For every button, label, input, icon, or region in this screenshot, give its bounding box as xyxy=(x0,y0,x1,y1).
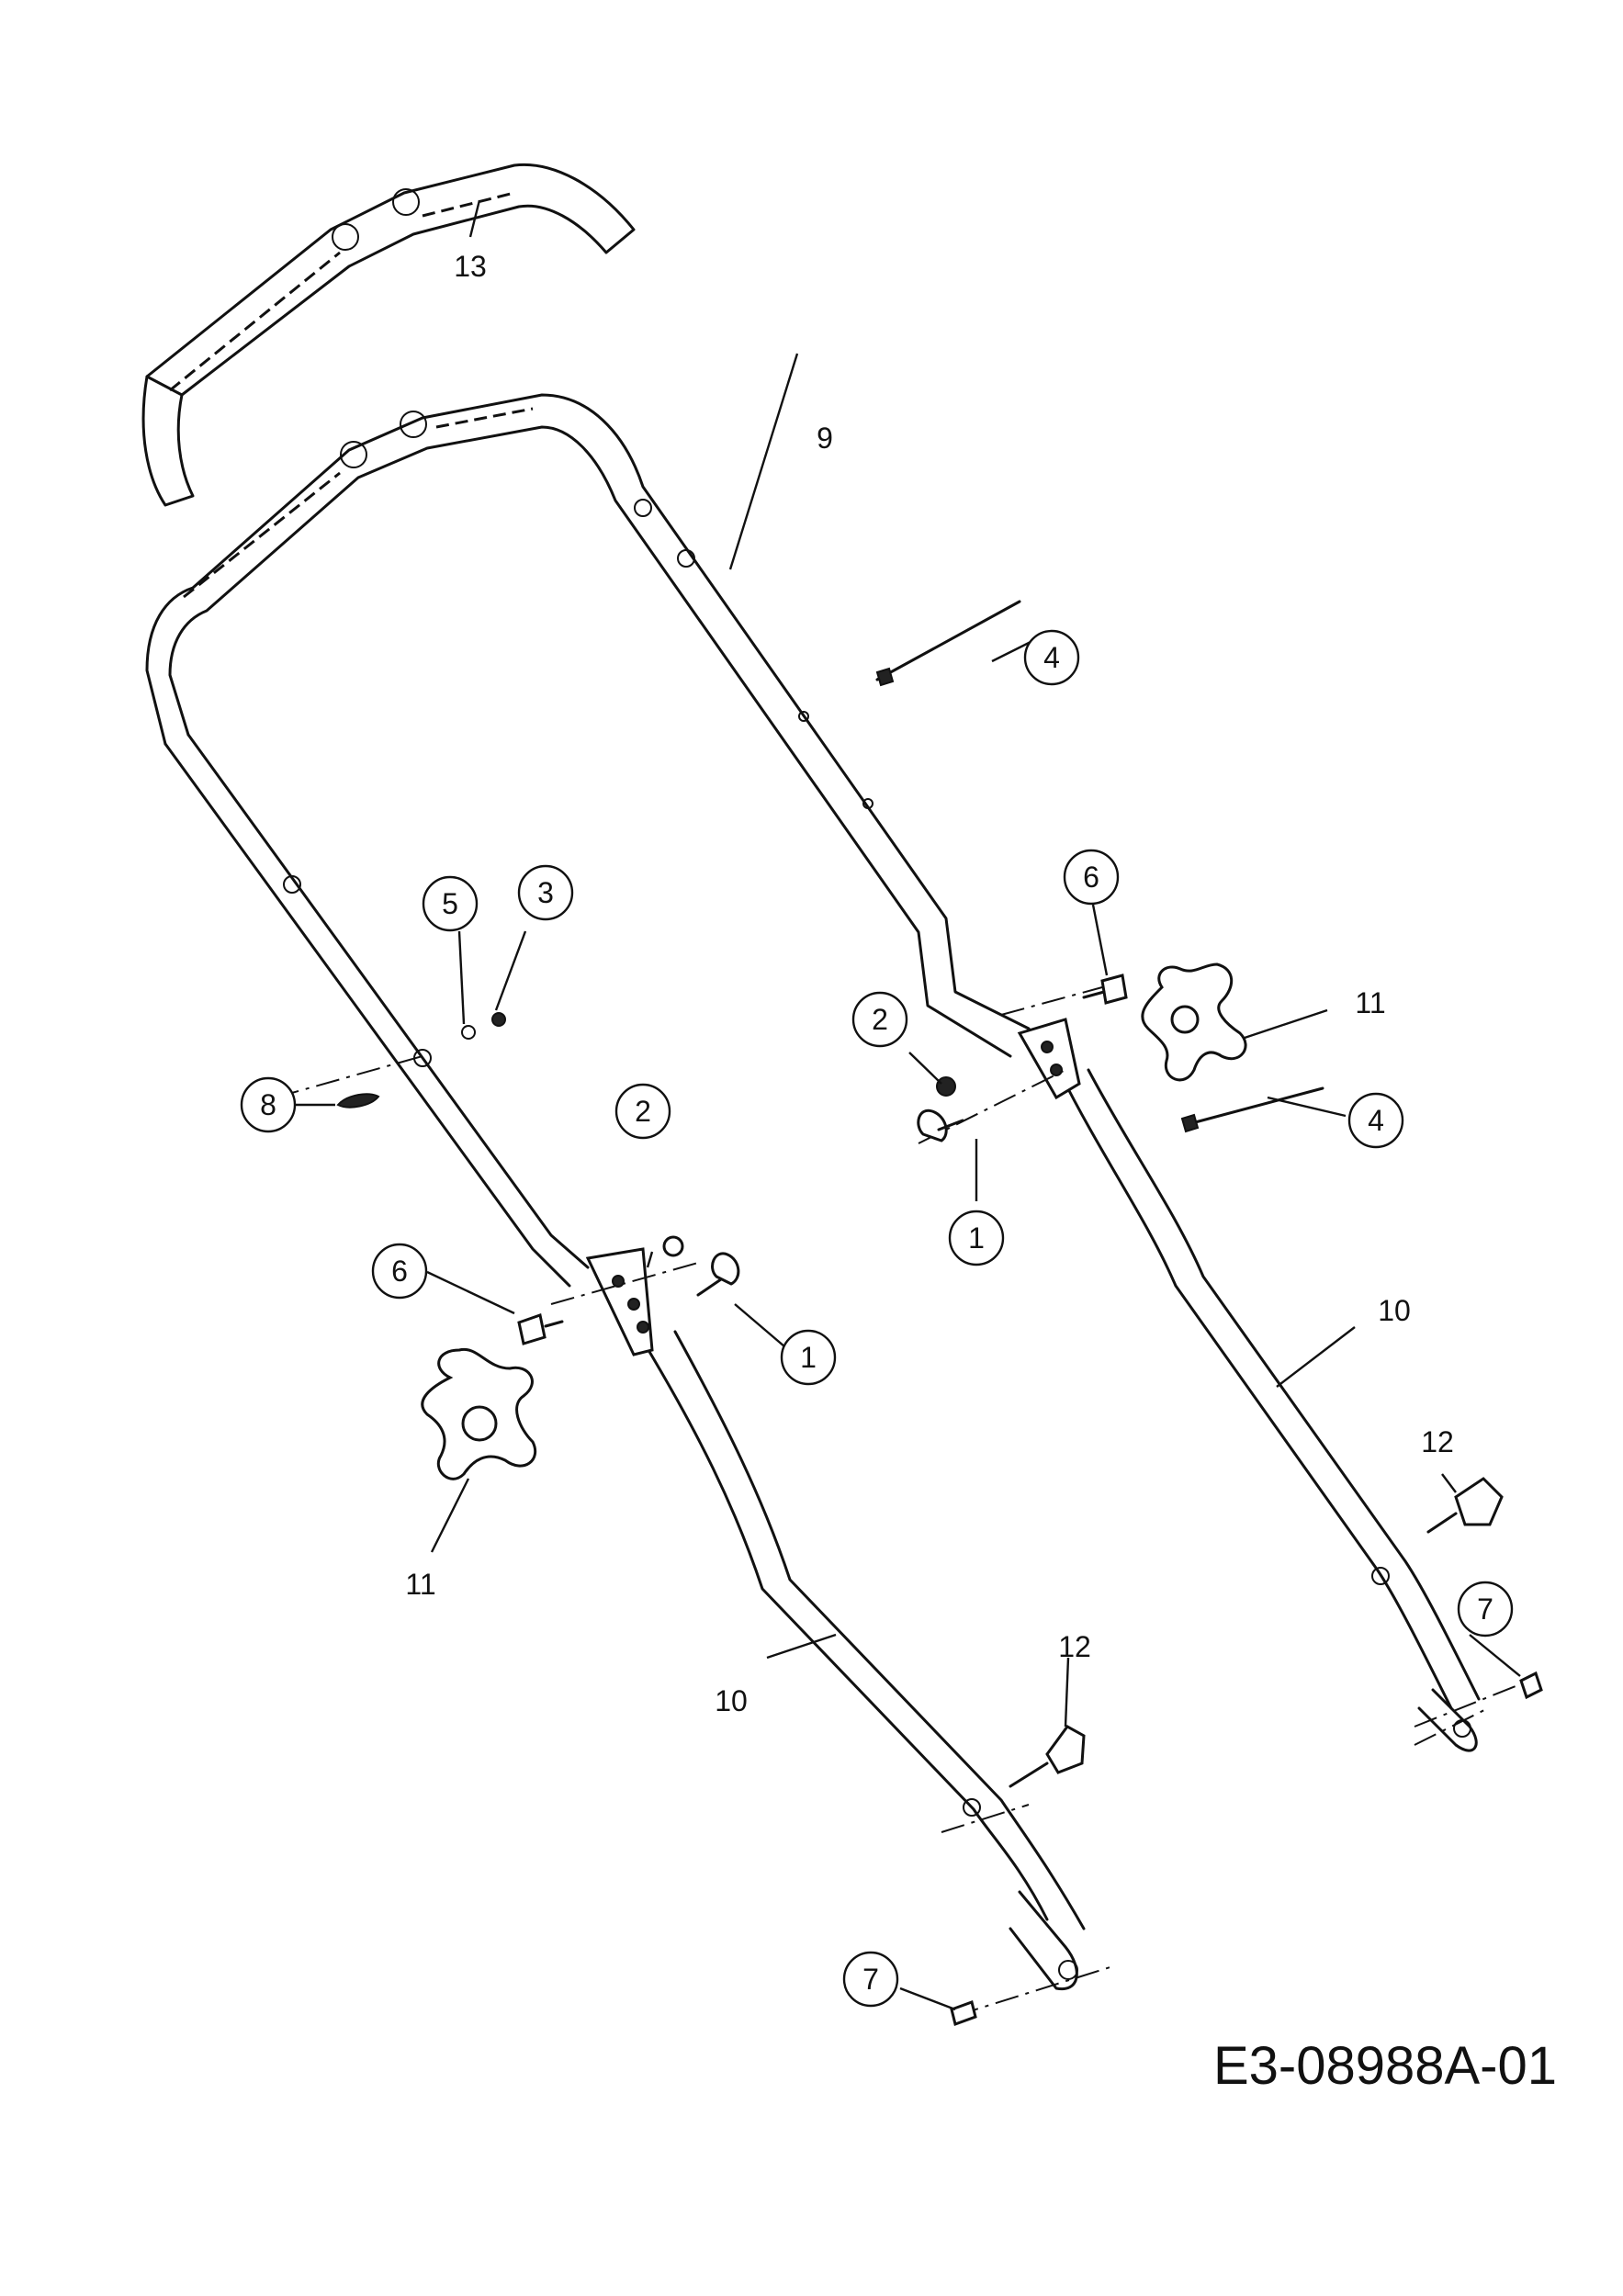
label-11-left: 11 xyxy=(405,1568,435,1601)
callout-6-left-text: 6 xyxy=(391,1255,408,1288)
callout-3-text: 3 xyxy=(537,876,554,909)
callout-6-left: 6 xyxy=(371,1243,428,1300)
callout-1-left: 1 xyxy=(780,1329,837,1386)
label-12-left: 12 xyxy=(1058,1630,1091,1663)
label-10-left: 10 xyxy=(715,1684,748,1717)
callout-7-left: 7 xyxy=(842,1951,899,2008)
callout-2-right: 2 xyxy=(851,991,908,1048)
callout-8-text: 8 xyxy=(260,1088,276,1121)
lower-handle-left-part-10 xyxy=(585,1247,1086,1991)
label-9: 9 xyxy=(817,422,833,455)
callout-8: 8 xyxy=(240,1076,297,1133)
callout-2-left: 2 xyxy=(614,1083,671,1140)
callout-7-right: 7 xyxy=(1457,1581,1514,1638)
label-12-right: 12 xyxy=(1421,1425,1454,1458)
callout-1-right: 1 xyxy=(948,1210,1005,1266)
callout-7-right-text: 7 xyxy=(1477,1593,1493,1626)
assembly-axes xyxy=(275,986,1530,2017)
callout-3: 3 xyxy=(517,864,574,921)
callout-7-left-text: 7 xyxy=(862,1963,879,1996)
label-11-right: 11 xyxy=(1355,986,1385,1019)
lower-handle-right-part-10 xyxy=(1017,1018,1481,1752)
drawing-code: E3-08988A-01 xyxy=(1212,2036,1557,2096)
callout-5: 5 xyxy=(422,875,479,932)
label-13: 13 xyxy=(454,250,487,283)
callout-1-left-text: 1 xyxy=(800,1341,817,1374)
star-knob-part-11-left xyxy=(421,1347,537,1480)
hand-grip-part-13 xyxy=(141,163,636,507)
callout-2-left-text: 2 xyxy=(635,1095,651,1128)
callout-4-lower: 4 xyxy=(1347,1092,1404,1149)
callout-4-upper: 4 xyxy=(1023,629,1080,686)
callout-5-text: 5 xyxy=(442,887,458,920)
hardware-parts xyxy=(336,600,1543,2026)
callout-1-right-text: 1 xyxy=(968,1221,985,1255)
callout-6-right-text: 6 xyxy=(1083,861,1099,894)
callout-4-upper-text: 4 xyxy=(1043,641,1060,674)
callout-4-lower-text: 4 xyxy=(1368,1104,1384,1137)
star-knob-part-11-right xyxy=(1141,962,1247,1082)
label-10-right: 10 xyxy=(1378,1294,1411,1327)
callout-2-right-text: 2 xyxy=(872,1003,888,1036)
upper-handle-part-9 xyxy=(145,393,1031,1288)
callout-6-right: 6 xyxy=(1063,849,1120,906)
